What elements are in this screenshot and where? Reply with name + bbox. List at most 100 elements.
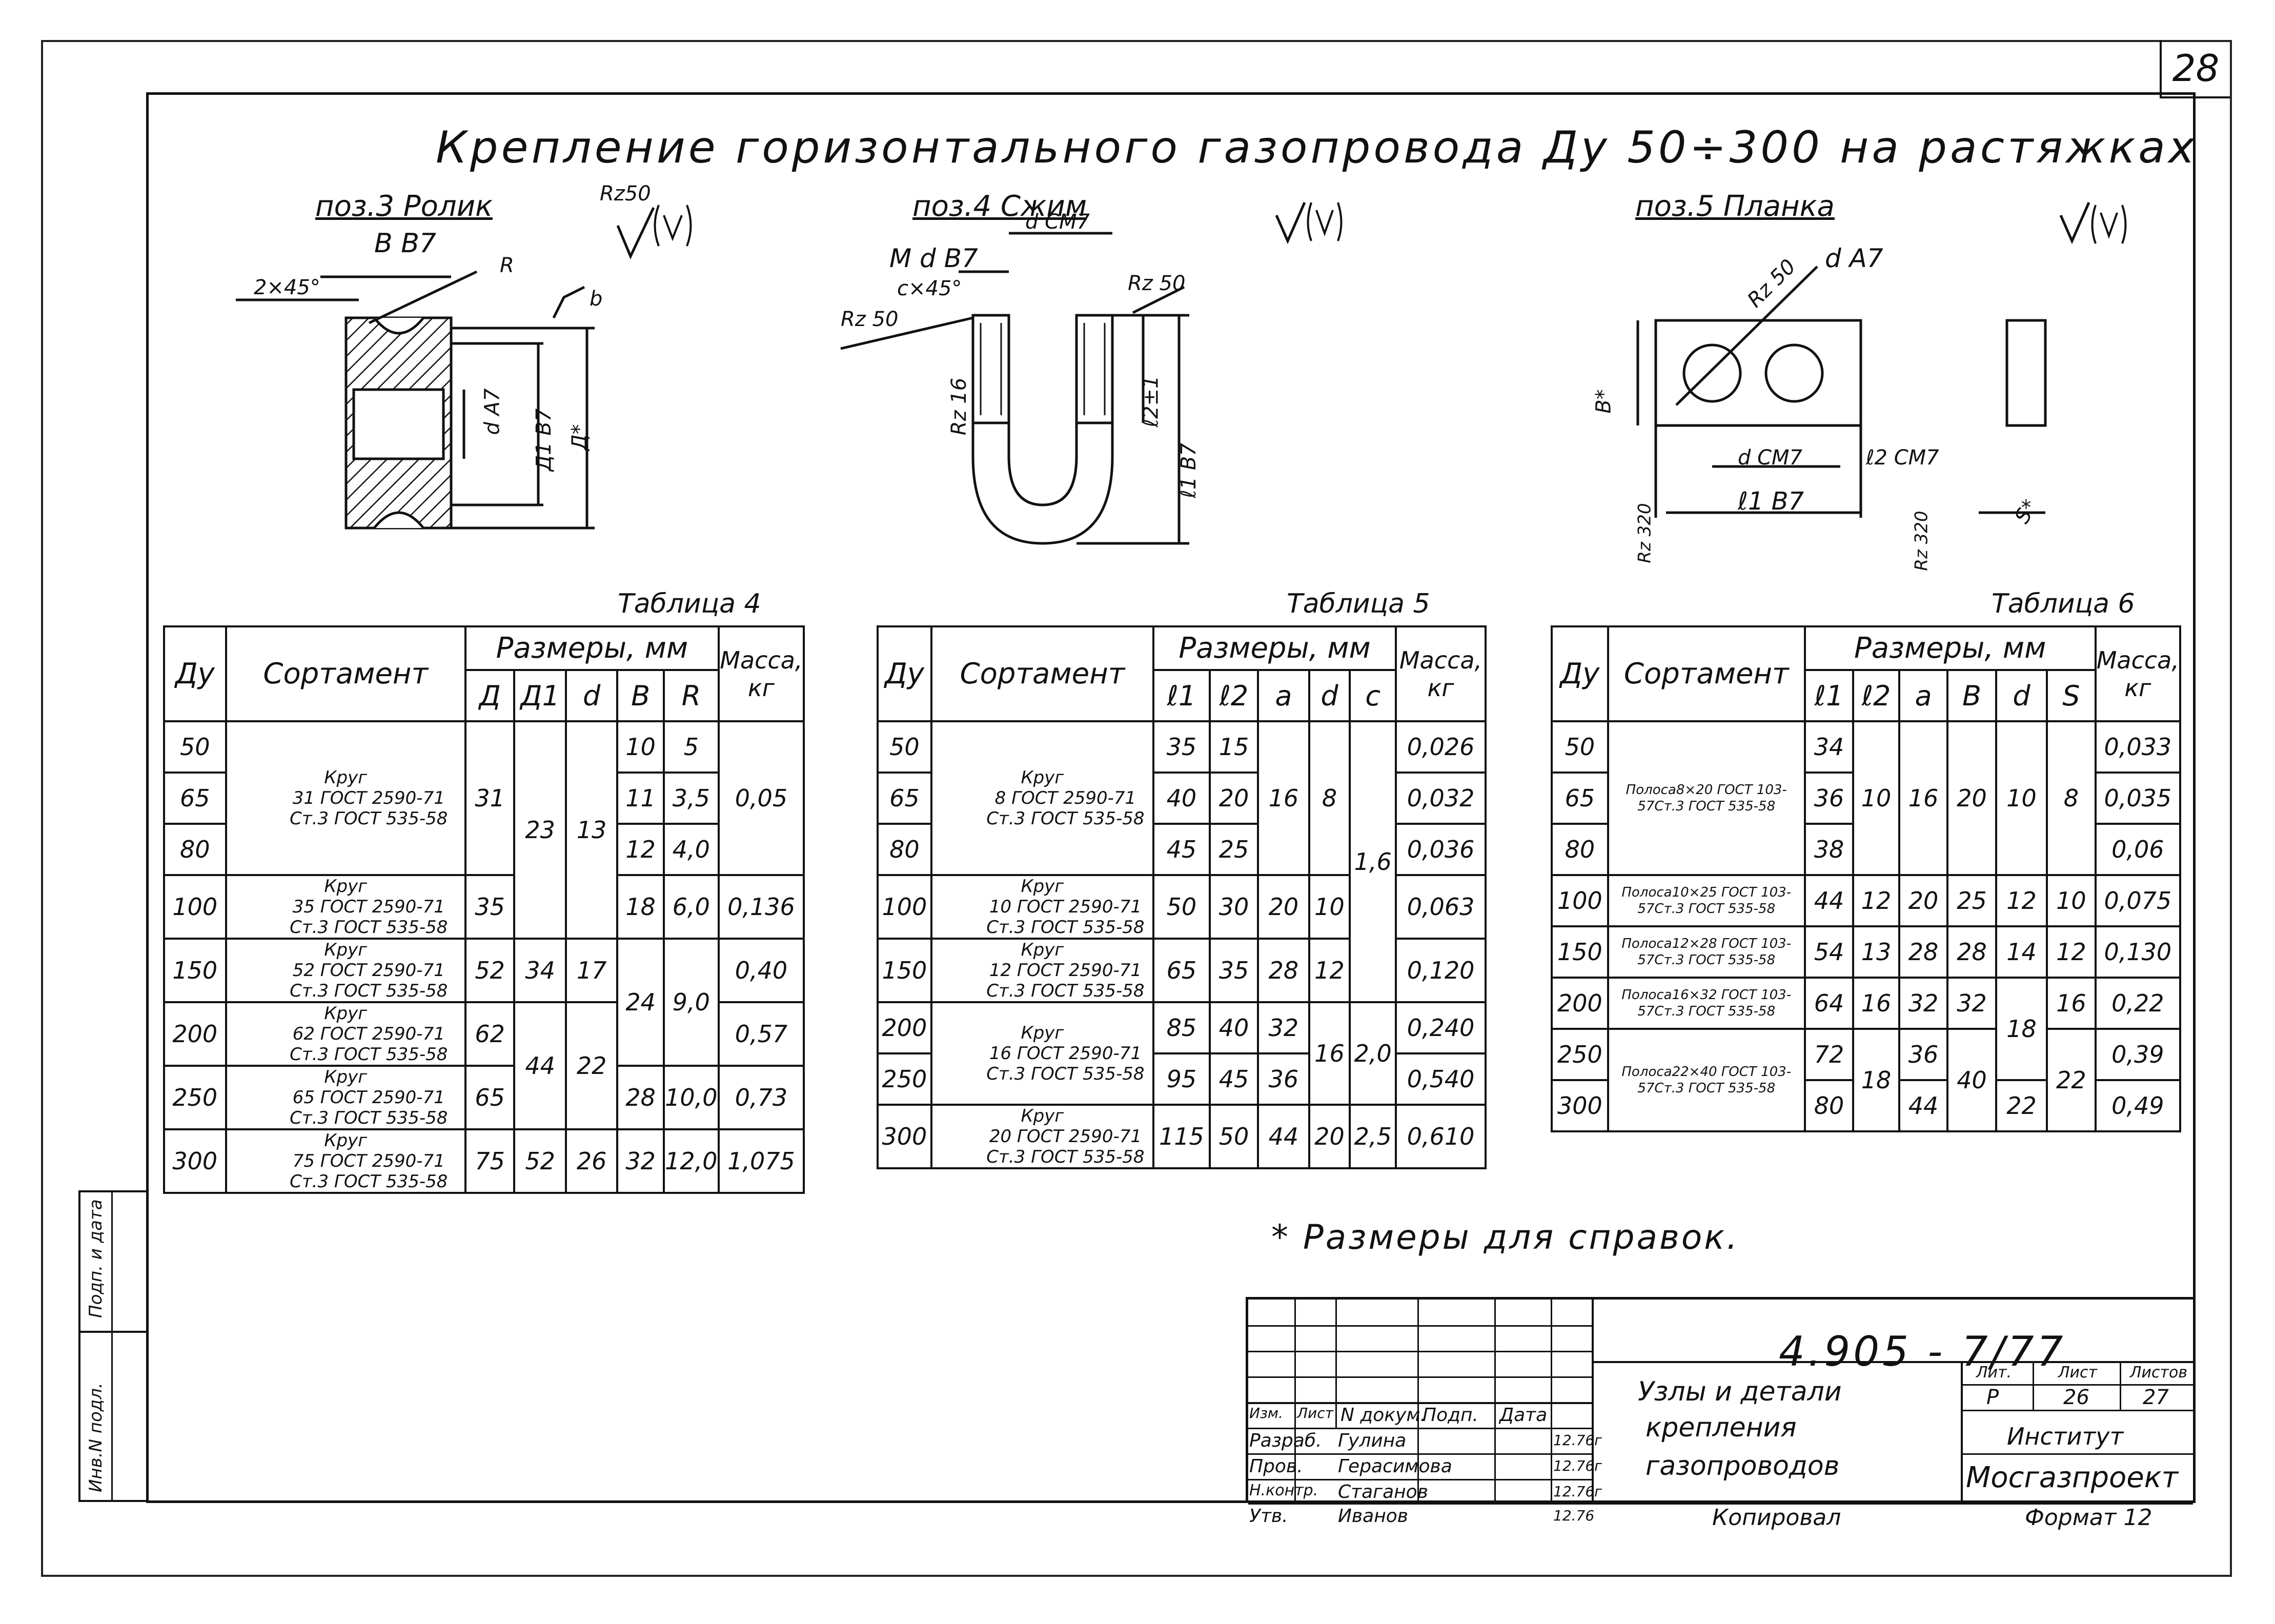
t4-d: 26 (564, 1128, 619, 1194)
t4-R: 4,0 (662, 823, 720, 876)
side-inv: Инв.N подл. (86, 1383, 106, 1492)
t6-S: 10 (2046, 874, 2097, 927)
sheet-number: 28 (2160, 40, 2230, 98)
table4-caption: Таблица 4 (618, 588, 761, 619)
t4-D: 75 (464, 1128, 516, 1194)
stamp-listov: 27 (2143, 1386, 2169, 1409)
stamp-role: Пров. (1249, 1456, 1303, 1477)
t6-h-sort: Сортамент (1607, 625, 1806, 722)
t4-R: 3,5 (662, 772, 720, 825)
t4-d: 22 (564, 1001, 619, 1130)
t5-du: 150 (877, 938, 932, 1003)
t6-B: 25 (1946, 874, 1997, 927)
p3-dim-d: d A7 (480, 388, 504, 435)
t4-R: 10,0 (662, 1065, 720, 1130)
t6-du: 50 (1551, 720, 1609, 774)
part4-label: поз.4 Сжим (912, 190, 1087, 223)
t5-mass: 0,120 (1395, 938, 1487, 1003)
t4-col-d: d (564, 669, 619, 722)
stamp-lit: Р (1986, 1386, 1999, 1409)
t4-col-B: B (616, 669, 665, 722)
t6-sort: Полоса8×20 ГОСТ 103-57Ст.3 ГОСТ 535-58 (1607, 720, 1806, 876)
t4-du: 250 (163, 1065, 227, 1130)
stamp-desc: Узлы и детали (1638, 1376, 1842, 1407)
t4-B: 11 (616, 772, 665, 825)
t6-B: 20 (1946, 720, 1997, 876)
t6-mass: 0,49 (2094, 1079, 2182, 1132)
t6-col-l1: ℓ1 (1803, 669, 1855, 722)
t5-mass: 0,036 (1395, 823, 1487, 876)
stamp-h-doc: N докум. (1340, 1405, 1426, 1426)
t6-col-d: d (1995, 669, 2048, 722)
title-block: Изм. Лист N докум. Подп. Дата Разраб. Гу… (1246, 1297, 2193, 1527)
stamp-h-podp: Подп. (1423, 1405, 1478, 1426)
reference-note: * Размеры для справок. (1271, 1217, 1740, 1257)
p4-rz50-right: Rz 50 (1128, 272, 1186, 295)
t5-h-du: Ду (877, 625, 932, 722)
stamp-listov-h: Листов (2130, 1364, 2188, 1382)
t6-d: 22 (1995, 1079, 2048, 1132)
t5-h-sort: Сортамент (930, 625, 1155, 722)
t4-D: 62 (464, 1001, 516, 1067)
part5-label: поз.5 Планка (1635, 190, 1835, 223)
t6-l1: 34 (1803, 720, 1855, 774)
t6-sort: Полоса12×28 ГОСТ 103-57Ст.3 ГОСТ 535-58 (1607, 925, 1806, 979)
p5-rz320-right: Rz 320 (1911, 511, 1932, 571)
t6-mass: 0,130 (2094, 925, 2182, 979)
stamp-name: Гулина (1338, 1430, 1407, 1451)
t5-du: 100 (877, 874, 932, 940)
p4-rz16: Rz 16 (947, 377, 971, 436)
t5-d: 20 (1308, 1104, 1351, 1169)
stamp-list-h: Лист (2058, 1364, 2098, 1382)
p4-dim-l2: ℓ2±1 (1139, 375, 1163, 428)
t6-mass: 0,39 (2094, 1028, 2182, 1081)
t5-l1: 115 (1152, 1104, 1211, 1169)
t4-h-du: Ду (163, 625, 227, 722)
p3-roughness: Rz50 (600, 182, 651, 206)
t6-d: 12 (1995, 874, 2048, 927)
t4-D: 35 (464, 874, 516, 940)
stamp-role: Н.контр. (1249, 1481, 1318, 1499)
t6-l2: 12 (1852, 874, 1900, 927)
t5-mass: 0,540 (1395, 1052, 1487, 1106)
t6-col-l2: ℓ2 (1852, 669, 1900, 722)
t5-c: 2,5 (1349, 1104, 1397, 1169)
t4-du: 65 (163, 772, 227, 825)
t5-h-sizes: Размеры, мм (1152, 625, 1397, 671)
t4-col-R: R (662, 669, 720, 722)
t4-du: 100 (163, 874, 227, 940)
p3-dim-chamfer: 2×45° (254, 276, 320, 299)
t5-l1: 95 (1152, 1052, 1211, 1106)
p5-dim-b: B* (1592, 389, 1616, 414)
t6-l1: 44 (1803, 874, 1855, 927)
stamp-h-data: Дата (1499, 1405, 1548, 1426)
t5-l2: 15 (1208, 720, 1260, 774)
t5-l2: 50 (1208, 1104, 1260, 1169)
p5-dim-l2: ℓ2 CM7 (1866, 446, 1939, 470)
t4-D1: 44 (513, 1001, 567, 1130)
t4-B: 28 (616, 1065, 665, 1130)
t6-col-a: a (1898, 669, 1949, 722)
t5-a: 44 (1257, 1104, 1310, 1169)
p4-dim-cx45: c×45° (897, 277, 962, 300)
t6-B: 32 (1946, 977, 1997, 1030)
t4-R: 12,0 (662, 1128, 720, 1194)
t5-h-mass: Масса, кг (1395, 625, 1487, 722)
t6-mass: 0,075 (2094, 874, 2182, 927)
t5-col-l2: ℓ2 (1208, 669, 1260, 722)
t5-l2: 40 (1208, 1001, 1260, 1054)
t6-sort: Полоса10×25 ГОСТ 103-57Ст.3 ГОСТ 535-58 (1607, 874, 1806, 927)
table4: Ду Сортамент Размеры, мм Масса, кг Д Д1 … (163, 625, 805, 1194)
t5-l2: 25 (1208, 823, 1260, 876)
t6-l1: 72 (1803, 1028, 1855, 1081)
t5-l1: 45 (1152, 823, 1211, 876)
p3-dim-r: R (500, 254, 514, 277)
t6-sort: Полоса16×32 ГОСТ 103-57Ст.3 ГОСТ 535-58 (1607, 977, 1806, 1030)
t5-l1: 40 (1152, 772, 1211, 825)
p3-dim-d1: Д1 B7 (532, 408, 556, 472)
stamp-lit-h: Лит. (1976, 1364, 2012, 1382)
p4-dim-l1: ℓ1 B7 (1176, 443, 1201, 498)
t5-du: 50 (877, 720, 932, 774)
